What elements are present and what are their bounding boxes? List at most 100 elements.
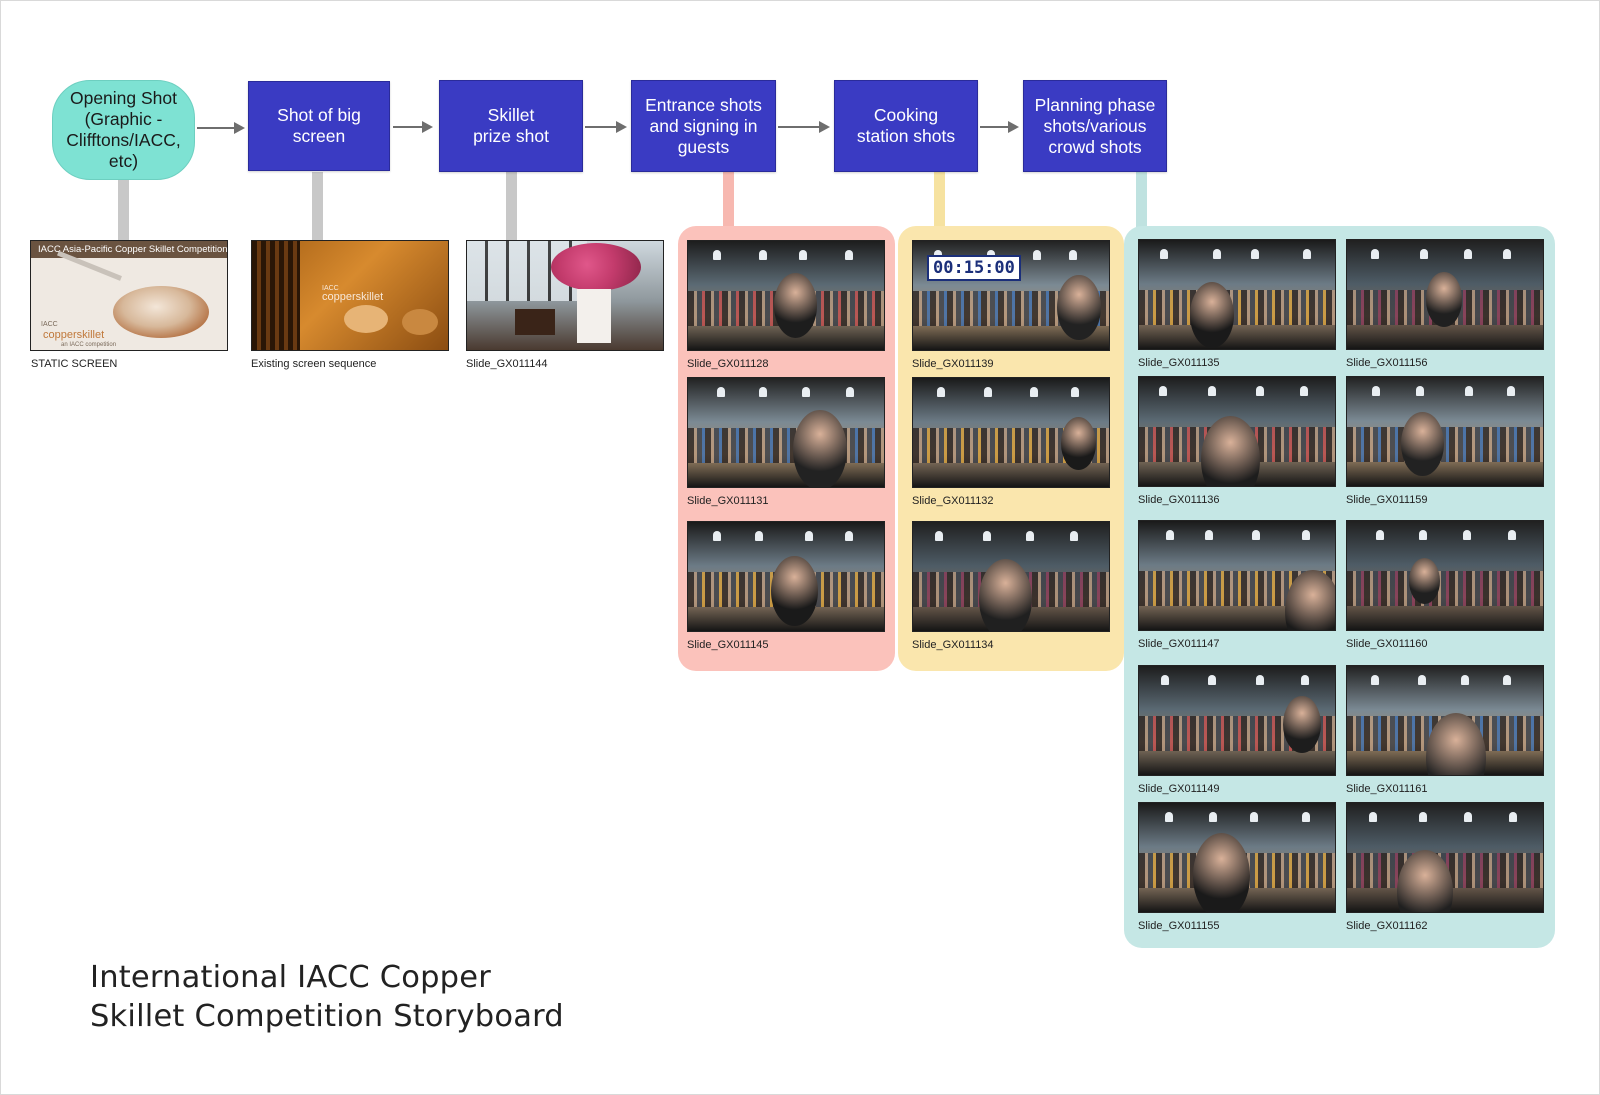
photo-thumbnail [1346, 520, 1544, 631]
ceiling-lamp [755, 530, 764, 541]
ceiling-lamp [1250, 811, 1259, 822]
flow-node-opening-shot[interactable]: Opening Shot (Graphic - Clifftons/IACC, … [52, 80, 195, 180]
photo-caption: Slide_GX011132 [912, 495, 994, 507]
photo-subject [978, 559, 1032, 631]
ceiling-lamp [937, 386, 946, 397]
flow-node-entrance[interactable]: Entrance shots and signing in guests [631, 80, 776, 172]
photo-thumbnail [1138, 665, 1336, 776]
logo-copperskillet: copperskillet [43, 329, 105, 341]
photo-caption: Slide_GX011128 [687, 358, 769, 370]
thumbnail-skillet-prize [466, 240, 664, 351]
flow-node-cooking[interactable]: Cooking station shots [834, 80, 978, 172]
chef-figure [252, 241, 300, 350]
ceiling-lamp [1463, 529, 1472, 540]
ceiling-lamp [1026, 530, 1035, 541]
ceiling-lamp [1503, 248, 1512, 259]
ceiling-lamp [1371, 385, 1380, 396]
ceiling-lamp [844, 530, 853, 541]
ceiling-lamp [1251, 529, 1260, 540]
storyboard-title-line1: International IACC Copper [90, 960, 491, 995]
ceiling-lamp [712, 530, 721, 541]
photo-thumbnail [1138, 520, 1336, 631]
flower-arrangement [551, 243, 641, 291]
ceiling-lamp [1419, 811, 1428, 822]
caption-existing-screen-sequence: Existing screen sequence [251, 358, 377, 370]
ceiling-lamp [716, 386, 725, 397]
ceiling-lamp [1419, 248, 1428, 259]
photo-thumbnail [1346, 802, 1544, 913]
photo-caption: Slide_GX011134 [912, 639, 994, 651]
photo-subject [1401, 411, 1445, 477]
ceiling-lamp [802, 386, 811, 397]
ceiling-lamp [983, 386, 992, 397]
logo-small-text: IACC [322, 285, 339, 292]
ceiling-lamp [758, 249, 767, 260]
photo-caption: Slide_GX011156 [1346, 357, 1428, 369]
photo-ceiling [913, 378, 1109, 422]
photo-thumbnail [912, 377, 1110, 488]
photo-ceiling [1347, 666, 1543, 710]
photo-ceiling [1139, 377, 1335, 421]
ceiling-lamp [1301, 529, 1310, 540]
ceiling-lamp [1300, 385, 1309, 396]
ceiling-lamp [1255, 674, 1264, 685]
countdown-timer: 00:15:00 [927, 255, 1021, 281]
photo-thumbnail [687, 240, 885, 351]
ceiling-lamp [1070, 386, 1079, 397]
connector-skillet [506, 172, 517, 240]
photo-subject [1193, 833, 1251, 912]
skillet-box [515, 309, 555, 335]
ceiling-lamp [1416, 385, 1425, 396]
photo-caption: Slide_GX011145 [687, 639, 769, 651]
ceiling-lamp [1417, 674, 1426, 685]
photo-caption: Slide_GX011149 [1138, 783, 1220, 795]
ceiling-lamp [712, 249, 721, 260]
ceiling-lamp [1159, 248, 1168, 259]
photo-subject [1396, 849, 1453, 912]
flow-node-big-screen[interactable]: Shot of big screen [248, 81, 390, 171]
photo-ceiling [1139, 240, 1335, 284]
ceiling-lamp [1032, 249, 1041, 260]
photo-thumbnail [912, 521, 1110, 632]
ceiling-lamp [845, 249, 854, 260]
photo-caption: Slide_GX011136 [1138, 494, 1220, 506]
ceiling-lamp [1205, 529, 1214, 540]
ceiling-lamp [1371, 248, 1380, 259]
photo-thumbnail [1346, 376, 1544, 487]
logo-subtitle: an IACC competition [61, 342, 117, 348]
photo-crowd [1347, 427, 1543, 463]
photo-caption: Slide_GX011139 [912, 358, 994, 370]
arrow-opening-to-big-screen [197, 122, 245, 134]
ceiling-lamp [1213, 248, 1222, 259]
ceiling-lamp [1463, 811, 1472, 822]
photo-thumbnail [687, 521, 885, 632]
arrow-big-screen-to-skillet [393, 121, 433, 133]
ceiling-lamp [1159, 385, 1168, 396]
photo-ceiling [1347, 803, 1543, 847]
ceiling-lamp [933, 249, 942, 260]
ceiling-lamp [1370, 674, 1379, 685]
photo-thumbnail [1138, 239, 1336, 350]
arrow-cooking-to-planning [980, 121, 1019, 133]
photo-subject [793, 409, 847, 487]
connector-big-screen [312, 172, 323, 240]
ceiling-lamp [758, 386, 767, 397]
ceiling-lamp [983, 530, 992, 541]
flow-node-planning[interactable]: Planning phase shots/various crowd shots [1023, 80, 1167, 172]
ceiling-lamp [1461, 674, 1470, 685]
bowl-shape [402, 309, 438, 335]
thumbnail-existing-screen-sequence: IACC copperskillet [251, 240, 449, 351]
bowl-shape [344, 305, 388, 333]
photo-subject [1283, 696, 1322, 754]
ceiling-lamp [1302, 248, 1311, 259]
skillet-pan-icon [113, 286, 209, 338]
ceiling-lamp [1164, 811, 1173, 822]
photo-subject [1201, 415, 1260, 486]
photo-ceiling [688, 378, 884, 422]
photo-subject [1425, 271, 1463, 327]
vase-shape [577, 289, 611, 343]
ceiling-lamp [1255, 385, 1264, 396]
ceiling-lamp [1419, 529, 1428, 540]
flow-node-skillet-prize[interactable]: Skillet prize shot [439, 80, 583, 172]
photo-caption: Slide_GX011135 [1138, 357, 1220, 369]
